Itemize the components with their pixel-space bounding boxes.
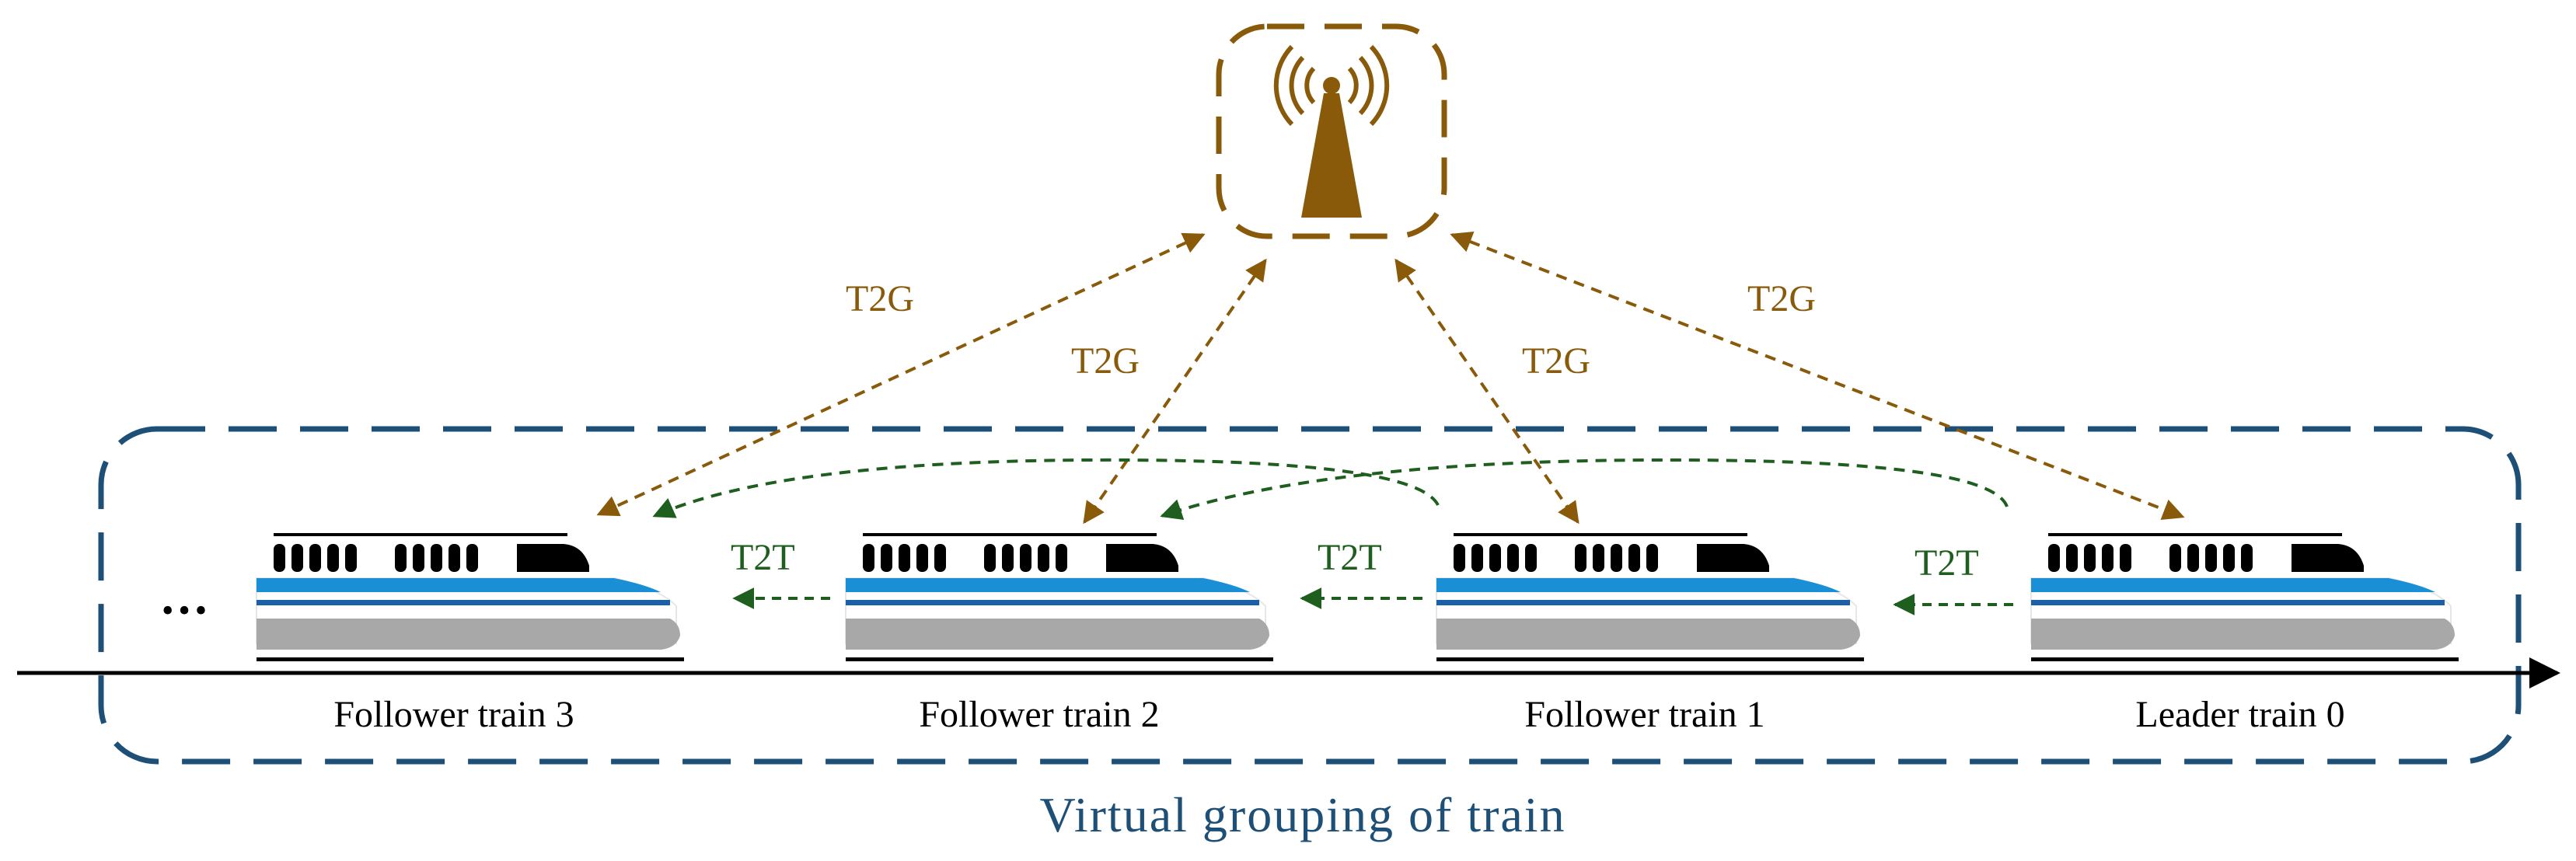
base-station <box>1216 23 1447 239</box>
t2g-link-follower-1 <box>1394 258 1579 525</box>
t2g-label-follower-3: T2G <box>846 278 914 319</box>
more-trains-ellipsis: ••• <box>162 591 211 629</box>
group-caption: Virtual grouping of train <box>1039 787 1565 842</box>
t2g-links <box>596 232 2185 525</box>
t2t-label-2-to-3: T2T <box>731 537 795 578</box>
train-follower-2 <box>844 533 1275 663</box>
t2g-link-follower-2 <box>1083 258 1267 525</box>
train-label-follower-2: Follower train 2 <box>919 694 1159 735</box>
t2g-label-leader-0: T2G <box>1747 278 1816 319</box>
t2g-label-follower-1: T2G <box>1522 340 1590 382</box>
t2t-label-1-to-2: T2T <box>1318 537 1382 578</box>
t2t-label-0-to-1: T2T <box>1915 542 1979 584</box>
t2t-straight-links <box>732 587 2013 615</box>
virtual-group-boundary <box>98 426 2522 765</box>
t2t-curve-1-to-3 <box>652 458 1440 518</box>
t2g-label-follower-2: T2G <box>1071 340 1140 382</box>
t2t-curve-0-to-2 <box>1160 458 2009 521</box>
t2t-curved-links <box>652 458 2009 521</box>
train-follower-3 <box>255 533 686 663</box>
radio-tower-icon <box>1273 44 1390 218</box>
train-leader-0 <box>2030 533 2460 663</box>
train-label-follower-3: Follower train 3 <box>333 694 574 735</box>
train-follower-1 <box>1435 533 1866 663</box>
train-label-leader-0: Leader train 0 <box>2135 694 2344 735</box>
train-label-follower-1: Follower train 1 <box>1524 694 1764 735</box>
